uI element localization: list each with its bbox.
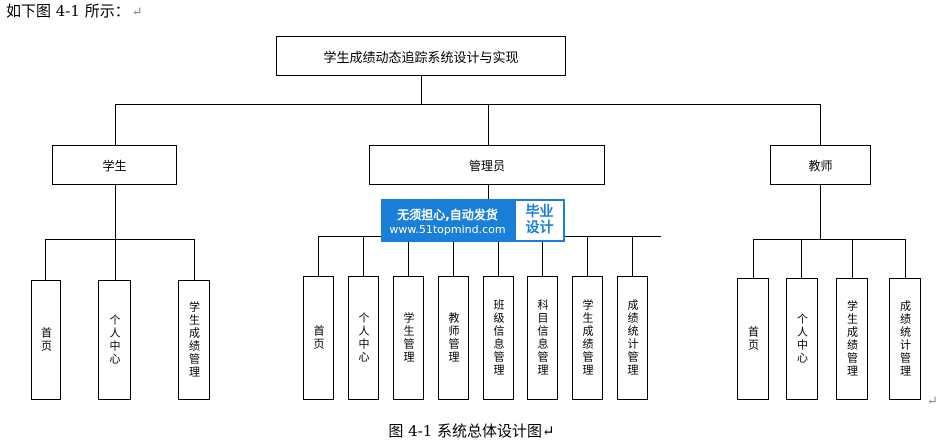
module-node: 个人中心 bbox=[348, 276, 379, 400]
module-node: 学生成绩管理 bbox=[178, 280, 210, 400]
module-label: 首页 bbox=[39, 327, 53, 353]
connector bbox=[421, 76, 422, 104]
connector bbox=[632, 236, 633, 276]
intro-text: 如下图 4-1 所示：↵ bbox=[6, 0, 143, 21]
connector bbox=[194, 239, 195, 280]
module-node: 成绩统计管理 bbox=[889, 278, 921, 400]
watermark: 无须担心,自动发货 www.51topmind.com 毕业 设计 bbox=[381, 199, 565, 242]
module-node: 首页 bbox=[303, 276, 334, 400]
module-label: 个人中心 bbox=[795, 313, 809, 365]
return-mark: ↵ bbox=[131, 5, 143, 20]
return-mark: ↵ bbox=[927, 394, 938, 409]
watermark-badge2: 设计 bbox=[525, 219, 554, 236]
connector bbox=[542, 236, 543, 276]
module-label: 学生成绩管理 bbox=[845, 300, 859, 378]
module-label: 教师管理 bbox=[447, 312, 460, 364]
watermark-line1: 无须担心,自动发货 bbox=[397, 207, 498, 222]
module-label: 个人中心 bbox=[108, 314, 121, 366]
connector bbox=[115, 239, 116, 280]
module-label: 首页 bbox=[746, 326, 760, 352]
module-node: 学生管理 bbox=[393, 276, 424, 400]
role-label: 教师 bbox=[808, 158, 833, 173]
connector bbox=[820, 185, 821, 239]
watermark-badge: 毕业 设计 bbox=[514, 199, 565, 242]
connector bbox=[318, 236, 319, 276]
module-node: 个人中心 bbox=[98, 280, 131, 400]
module-node: 班级信息管理 bbox=[483, 276, 514, 400]
module-node: 首页 bbox=[31, 280, 61, 400]
module-label: 成绩统计管理 bbox=[898, 300, 912, 378]
module-node: 学生成绩管理 bbox=[572, 276, 603, 400]
watermark-badge1: 毕业 bbox=[525, 204, 554, 221]
figure-caption: 图 4-1 系统总体设计图↵ bbox=[388, 422, 555, 440]
connector bbox=[801, 239, 802, 278]
module-node: 成绩统计管理 bbox=[617, 276, 648, 400]
root-label: 学生成绩动态追踪系统设计与实现 bbox=[323, 50, 519, 66]
connector bbox=[115, 104, 116, 145]
module-label: 学生成绩管理 bbox=[187, 301, 201, 379]
module-label: 成绩统计管理 bbox=[626, 299, 639, 377]
role-admin: 管理员 bbox=[369, 145, 605, 185]
connector bbox=[753, 239, 754, 278]
connector bbox=[115, 185, 116, 239]
connector bbox=[753, 239, 905, 240]
role-student: 学生 bbox=[52, 145, 177, 185]
watermark-line2: www.51topmind.com bbox=[389, 222, 506, 236]
connector bbox=[488, 104, 489, 145]
module-label: 科目信息管理 bbox=[536, 299, 549, 377]
connector bbox=[408, 236, 409, 276]
connector bbox=[905, 239, 906, 278]
connector bbox=[852, 239, 853, 278]
module-node: 个人中心 bbox=[786, 278, 818, 400]
connector bbox=[587, 236, 588, 276]
module-label: 班级信息管理 bbox=[492, 299, 505, 377]
connector bbox=[453, 236, 454, 276]
connector bbox=[45, 239, 46, 280]
role-label: 管理员 bbox=[468, 158, 505, 173]
watermark-main: 无须担心,自动发货 www.51topmind.com bbox=[381, 199, 514, 242]
root-node: 学生成绩动态追踪系统设计与实现 bbox=[276, 36, 566, 76]
connector bbox=[660, 236, 661, 237]
module-node: 教师管理 bbox=[438, 276, 469, 400]
role-teacher: 教师 bbox=[770, 145, 871, 185]
module-node: 学生成绩管理 bbox=[836, 278, 868, 400]
module-label: 个人中心 bbox=[357, 312, 370, 364]
module-node: 首页 bbox=[737, 278, 769, 400]
module-label: 首页 bbox=[312, 325, 325, 351]
module-label: 学生管理 bbox=[402, 312, 415, 364]
connector bbox=[45, 239, 194, 240]
connector bbox=[498, 236, 499, 276]
intro-label: 如下图 4-1 所示： bbox=[6, 2, 130, 20]
connector bbox=[363, 236, 364, 276]
module-node: 科目信息管理 bbox=[527, 276, 558, 400]
connector bbox=[820, 104, 821, 145]
role-label: 学生 bbox=[102, 158, 127, 173]
module-label: 学生成绩管理 bbox=[581, 299, 594, 377]
connector bbox=[115, 104, 821, 105]
